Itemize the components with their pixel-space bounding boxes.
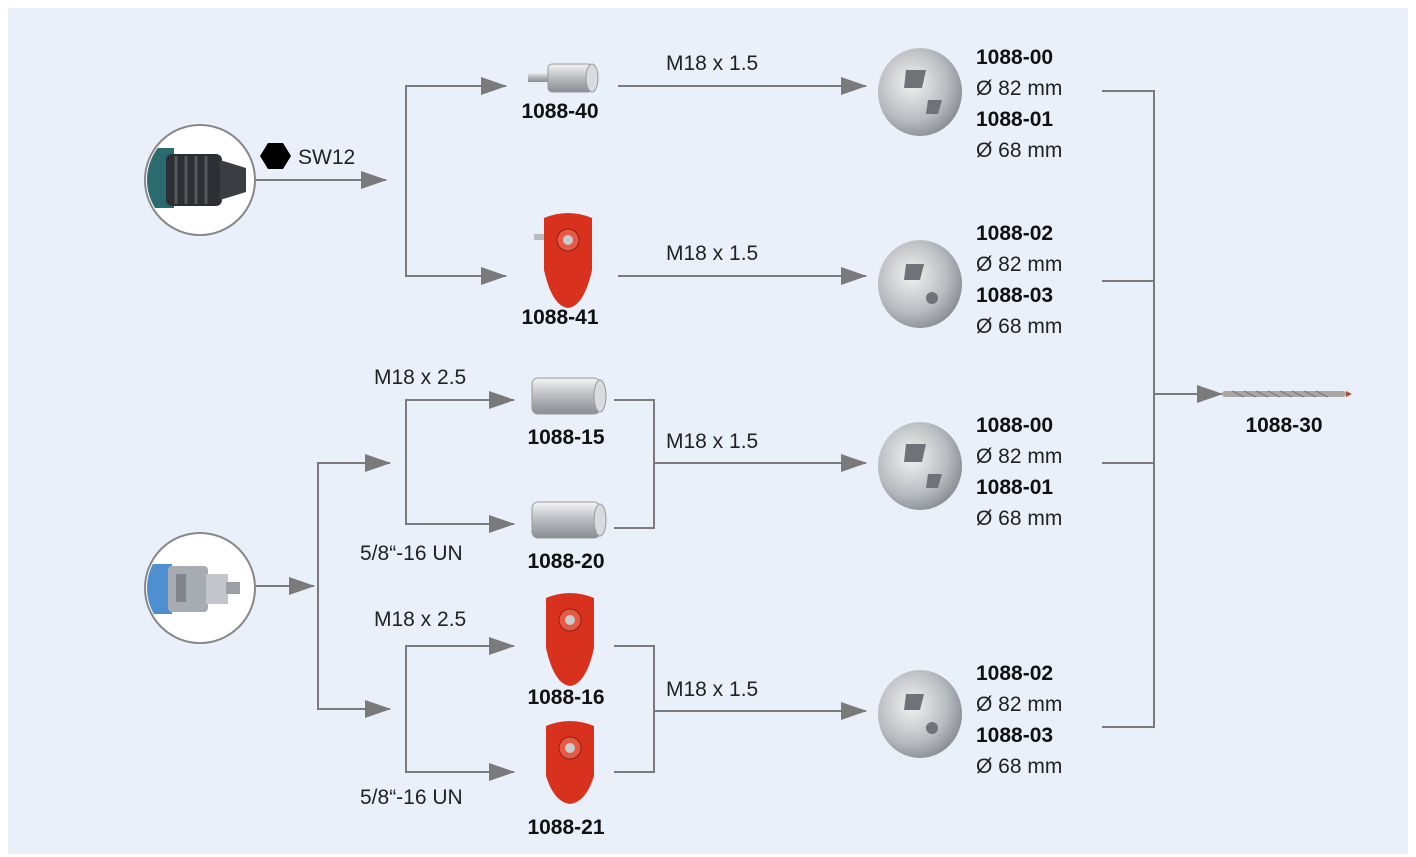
hex-size-label: SW12 xyxy=(298,146,356,169)
thread-label-unc-upper: 5/8“-16 UN xyxy=(360,542,463,565)
thread-label-m18x1-5-3: M18 x 1.5 xyxy=(666,430,759,453)
hex-symbol-icon xyxy=(260,143,291,169)
core-bit-diameter: Ø 82 mm xyxy=(976,445,1063,468)
core-bit-1-icon xyxy=(878,48,962,136)
core-bit-code: 1088-00 xyxy=(976,46,1054,69)
core-bit-diameter: Ø 68 mm xyxy=(976,315,1063,338)
core-bit-3-icon xyxy=(878,422,962,510)
core-bit-diameter: Ø 82 mm xyxy=(976,77,1063,100)
adapter-code-1088-41: 1088-41 xyxy=(521,306,599,329)
adapter-code-1088-20: 1088-20 xyxy=(527,550,605,573)
adapter-code-1088-16: 1088-16 xyxy=(527,686,605,709)
thread-label-m18x2-5-upper: M18 x 2.5 xyxy=(374,366,467,389)
connector-lines xyxy=(144,48,1352,804)
thread-label-m18x2-5-lower: M18 x 2.5 xyxy=(374,608,467,631)
core-bit-code: 1088-00 xyxy=(976,414,1054,437)
adapter-1088-16-icon xyxy=(546,593,594,686)
core-bit-diameter: Ø 82 mm xyxy=(976,253,1063,276)
core-bit-code: 1088-03 xyxy=(976,284,1054,307)
core-bit-code: 1088-02 xyxy=(976,662,1054,685)
core-bit-diameter: Ø 82 mm xyxy=(976,693,1063,716)
thread-label-m18x1-5-1: M18 x 1.5 xyxy=(666,52,759,75)
adapter-1088-20-icon xyxy=(531,501,607,539)
adapter-1088-40-icon xyxy=(528,63,599,93)
diagram-canvas: SW12 1088-40 1088-41 1088-15 1088-20 108… xyxy=(8,8,1408,854)
core-drill-motor-icon xyxy=(144,532,256,644)
core-bit-spec-1: 1088-00 Ø 82 mm 1088-01 Ø 68 mm xyxy=(976,42,1062,166)
core-bit-2-icon xyxy=(878,240,962,328)
core-bit-spec-3: 1088-00 Ø 82 mm 1088-01 Ø 68 mm xyxy=(976,410,1062,534)
core-bit-diameter: Ø 68 mm xyxy=(976,507,1063,530)
core-bit-code: 1088-01 xyxy=(976,476,1054,499)
thread-label-unc-lower: 5/8“-16 UN xyxy=(360,786,463,809)
adapter-code-1088-21: 1088-21 xyxy=(527,816,605,839)
thread-label-m18x1-5-2: M18 x 1.5 xyxy=(666,242,759,265)
adapter-1088-41-icon xyxy=(534,213,592,308)
core-bit-code: 1088-01 xyxy=(976,108,1054,131)
core-bit-diameter: Ø 68 mm xyxy=(976,139,1063,162)
adapter-1088-21-icon xyxy=(546,721,594,804)
core-bit-4-icon xyxy=(878,670,962,758)
cordless-drill-icon xyxy=(144,124,256,236)
core-bit-code: 1088-03 xyxy=(976,724,1054,747)
thread-label-m18x1-5-4: M18 x 1.5 xyxy=(666,678,759,701)
adapter-code-1088-40: 1088-40 xyxy=(521,100,599,123)
core-bit-spec-4: 1088-02 Ø 82 mm 1088-03 Ø 68 mm xyxy=(976,658,1062,782)
core-bit-diameter: Ø 68 mm xyxy=(976,755,1063,778)
centering-drill-code: 1088-30 xyxy=(1245,414,1323,437)
core-bit-spec-2: 1088-02 Ø 82 mm 1088-03 Ø 68 mm xyxy=(976,218,1062,342)
centering-drill-icon xyxy=(1222,390,1352,398)
core-bit-code: 1088-02 xyxy=(976,222,1054,245)
adapter-code-1088-15: 1088-15 xyxy=(527,426,605,449)
adapter-1088-15-icon xyxy=(531,377,607,415)
